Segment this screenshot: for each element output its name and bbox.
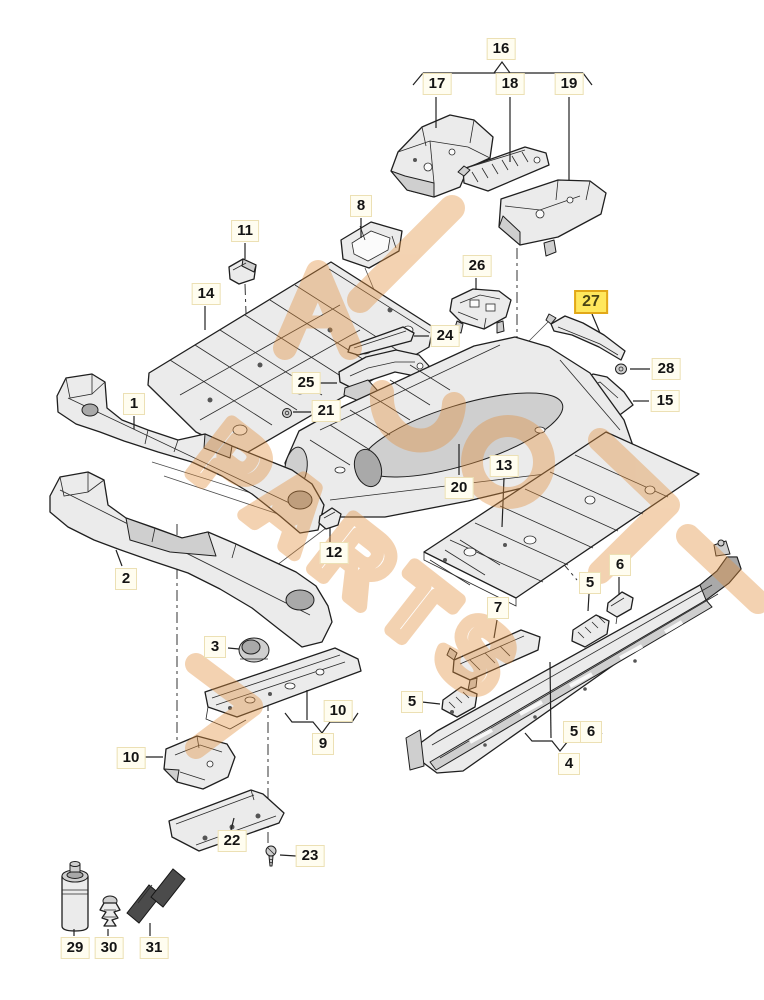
part-label-3-22[interactable]: 3 xyxy=(204,636,226,658)
part-8-bracket-plate xyxy=(340,221,403,269)
part-19-rear-member xyxy=(498,179,607,257)
part-4-sill-panel xyxy=(405,539,742,774)
part-label-24-9[interactable]: 24 xyxy=(430,325,460,347)
part-26-support-bracket xyxy=(449,288,512,334)
part-label-13-15[interactable]: 13 xyxy=(489,455,519,477)
part-17-front-member xyxy=(390,114,494,198)
part-label-22-30[interactable]: 22 xyxy=(217,830,247,852)
part-label-8-4[interactable]: 8 xyxy=(350,195,372,217)
part-label-11-5[interactable]: 11 xyxy=(231,220,259,242)
part-30-plug xyxy=(99,895,121,927)
part-label-31-34[interactable]: 31 xyxy=(139,937,169,959)
part-22-mount-bracket xyxy=(168,789,285,852)
part-5-clip-lower xyxy=(441,686,478,718)
part-label-23-31[interactable]: 23 xyxy=(295,845,325,867)
part-label-18-2[interactable]: 18 xyxy=(495,73,525,95)
part-label-9-25[interactable]: 9 xyxy=(312,733,334,755)
part-3-grommet-cap xyxy=(238,637,270,663)
part-label-19-3[interactable]: 19 xyxy=(554,73,584,95)
part-28-nut xyxy=(615,363,627,375)
part-label-7-21[interactable]: 7 xyxy=(487,597,509,619)
part-label-26-7[interactable]: 26 xyxy=(462,255,492,277)
part-29-cartridge xyxy=(61,861,89,932)
part-label-10-24[interactable]: 10 xyxy=(323,700,353,722)
part-label-30-33[interactable]: 30 xyxy=(94,937,124,959)
part-12-clip xyxy=(318,507,342,530)
part-7-sill-insert xyxy=(446,629,541,691)
part-label-28-10[interactable]: 28 xyxy=(651,358,681,380)
part-label-27-8[interactable]: 27 xyxy=(574,290,608,314)
part-2-crossmember-lower xyxy=(49,471,333,648)
part-label-21-13[interactable]: 21 xyxy=(311,400,341,422)
part-23-screw xyxy=(265,845,277,867)
part-label-29-32[interactable]: 29 xyxy=(60,937,90,959)
part-13-floor-panel-right xyxy=(423,431,700,607)
part-9-sill-reinforcement xyxy=(204,647,362,730)
part-label-20-16[interactable]: 20 xyxy=(444,477,474,499)
part-label-17-1[interactable]: 17 xyxy=(422,73,452,95)
part-label-4-29[interactable]: 4 xyxy=(558,753,580,775)
part-6-clip-bracket xyxy=(606,591,634,625)
part-label-5-23[interactable]: 5 xyxy=(401,691,423,713)
part-21-nut xyxy=(282,408,292,418)
part-label-6-19[interactable]: 6 xyxy=(609,554,631,576)
part-label-25-12[interactable]: 25 xyxy=(291,372,321,394)
part-label-1-14[interactable]: 1 xyxy=(123,393,145,415)
part-5-clip-upper xyxy=(571,614,610,648)
part-18-seat-support xyxy=(457,146,550,192)
part-10-bracket-left xyxy=(163,735,236,790)
part-label-14-6[interactable]: 14 xyxy=(191,283,221,305)
part-24-strip xyxy=(347,326,415,356)
part-label-5-20[interactable]: 5 xyxy=(579,572,601,594)
part-label-10-26[interactable]: 10 xyxy=(116,747,146,769)
part-label-15-11[interactable]: 15 xyxy=(650,390,680,412)
part-1-crossmember-upper xyxy=(56,373,325,534)
part-label-2-18[interactable]: 2 xyxy=(115,568,137,590)
part-label-16-0[interactable]: 16 xyxy=(486,38,516,60)
part-27-brace-strap xyxy=(545,313,626,361)
part-11-clip xyxy=(228,258,257,285)
part-31-damping-pads xyxy=(126,868,186,924)
part-label-6-28[interactable]: 6 xyxy=(580,721,602,743)
part-label-12-17[interactable]: 12 xyxy=(319,542,349,564)
